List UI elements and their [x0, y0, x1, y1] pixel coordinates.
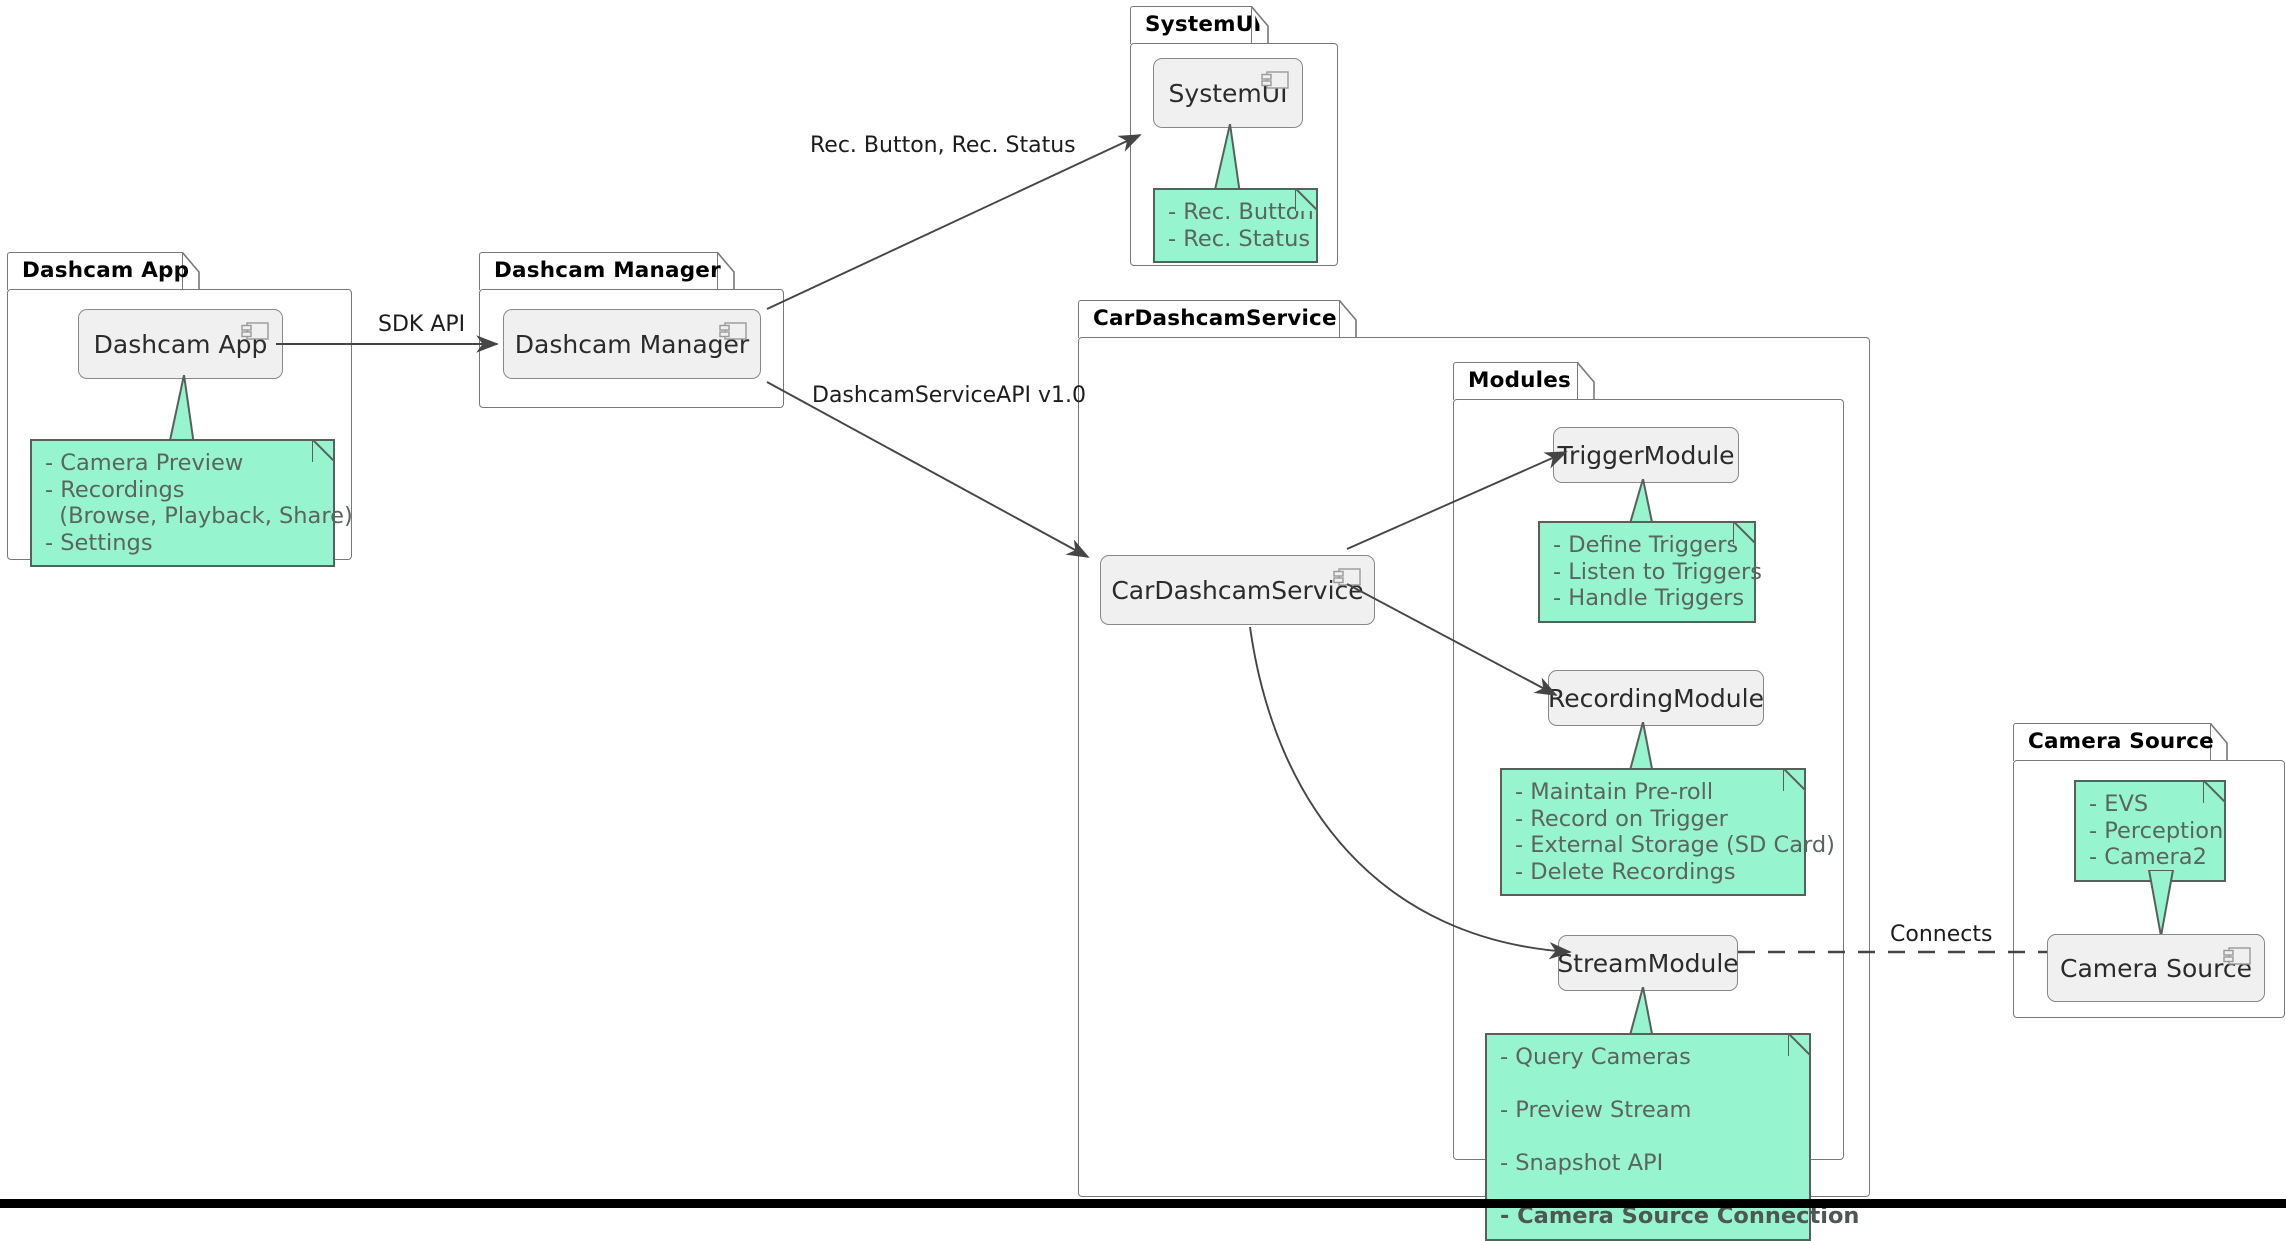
package-cardashcamservice: CarDashcamService CarDashcamService Modu…	[1078, 300, 1870, 1241]
component-label: Dashcam App	[93, 329, 268, 359]
component-icon	[241, 322, 269, 340]
component-label: Dashcam Manager	[514, 329, 750, 359]
component-label: RecordingModule	[1548, 683, 1764, 713]
component-trigger-module[interactable]: TriggerModule	[1553, 427, 1739, 483]
package-tab: Dashcam App	[7, 252, 189, 290]
component-camera-source[interactable]: Camera Source	[2047, 934, 2265, 1002]
component-systemui[interactable]: SystemUI	[1153, 58, 1303, 128]
tab-corner	[2210, 723, 2228, 761]
note-text: - Define Triggers - Listen to Triggers -…	[1553, 532, 1762, 612]
component-dashcam-app[interactable]: Dashcam App	[78, 309, 283, 379]
tab-corner	[1251, 6, 1269, 44]
package-tab: CarDashcamService	[1078, 300, 1340, 338]
note-camera-source: - EVS - Perception - Camera2	[2074, 780, 2226, 882]
tab-corner	[717, 252, 735, 290]
package-tab: SystemUI	[1130, 6, 1261, 44]
component-label: Camera Source	[2060, 953, 2252, 983]
note-fold	[2203, 780, 2226, 803]
component-label: CarDashcamService	[1111, 575, 1364, 605]
note-systemui: - Rec. Button - Rec. Status	[1153, 188, 1318, 264]
edge-label-sdk-api: SDK API	[378, 312, 466, 337]
package-dashcam-manager: Dashcam Manager Dashcam Manager	[479, 252, 784, 408]
package-label: CarDashcamService	[1093, 306, 1337, 331]
tab-corner	[1577, 362, 1595, 400]
component-stream-module[interactable]: StreamModule	[1557, 935, 1739, 991]
edge-rec-status	[766, 134, 1142, 310]
note-tail	[2147, 870, 2175, 937]
component-cardashcamservice[interactable]: CarDashcamService	[1100, 555, 1375, 625]
package-dashcam-app: Dashcam App Dashcam App - Camera Preview…	[7, 252, 353, 568]
note-recording-module: - Maintain Pre-roll - Record on Trigger …	[1500, 768, 1835, 897]
note-fold	[312, 439, 335, 462]
component-dashcam-manager[interactable]: Dashcam Manager	[503, 309, 761, 379]
package-label: Dashcam Manager	[494, 258, 721, 283]
note-dashcam-app: - Camera Preview - Recordings (Browse, P…	[30, 439, 353, 568]
component-recording-module[interactable]: RecordingModule	[1548, 670, 1764, 726]
note-text: - Maintain Pre-roll - Record on Trigger …	[1515, 779, 1835, 885]
note-fold	[1783, 768, 1806, 791]
note-text: - Camera Preview - Recordings (Browse, P…	[45, 450, 353, 556]
window-bottom-edge	[0, 1199, 2286, 1208]
package-label: Dashcam App	[22, 258, 190, 283]
note-line: - Preview Stream	[1500, 1097, 1692, 1124]
package-label: SystemUI	[1145, 12, 1262, 37]
note-stream-module: - Query Cameras - Preview Stream - Snaps…	[1485, 1033, 1859, 1241]
edge-label-rec-status: Rec. Button, Rec. Status	[810, 133, 1076, 158]
package-camera-source: Camera Source - EVS - Perception - Camer…	[2013, 723, 2285, 1018]
note-fold	[1788, 1033, 1811, 1056]
diagram-canvas: SystemUI SystemUI - Rec. Button - Rec. S…	[0, 6, 2286, 1241]
note-fold	[1295, 188, 1318, 211]
note-line: - Snapshot API	[1500, 1150, 1664, 1177]
note-fold	[1733, 521, 1756, 544]
component-label: TriggerModule	[1557, 440, 1735, 470]
package-label: Camera Source	[2028, 729, 2214, 754]
note-text: - EVS - Perception - Camera2	[2089, 791, 2224, 871]
tab-corner	[1339, 300, 1357, 338]
package-label: Modules	[1468, 368, 1572, 393]
component-label: StreamModule	[1557, 948, 1739, 978]
component-icon	[719, 322, 747, 340]
note-trigger-module: - Define Triggers - Listen to Triggers -…	[1538, 521, 1762, 623]
edge-dashcamserviceapi	[766, 381, 1090, 558]
note-line: - Query Cameras	[1500, 1044, 1691, 1070]
edge-label-dashcamserviceapi: DashcamServiceAPI v1.0	[812, 383, 1086, 408]
package-systemui: SystemUI SystemUI - Rec. Button - Rec. S…	[1130, 6, 1338, 266]
package-tab: Modules	[1453, 362, 1578, 400]
component-icon	[1333, 568, 1361, 586]
tab-corner	[182, 252, 200, 290]
note-text: - Rec. Button - Rec. Status	[1168, 199, 1314, 252]
edge-label-connects: Connects	[1890, 922, 1993, 947]
package-tab: Camera Source	[2013, 723, 2214, 761]
component-icon	[1261, 71, 1289, 89]
package-tab: Dashcam Manager	[479, 252, 721, 290]
component-icon	[2223, 947, 2251, 965]
package-modules: Modules TriggerModule - Define Triggers …	[1453, 362, 1859, 1241]
